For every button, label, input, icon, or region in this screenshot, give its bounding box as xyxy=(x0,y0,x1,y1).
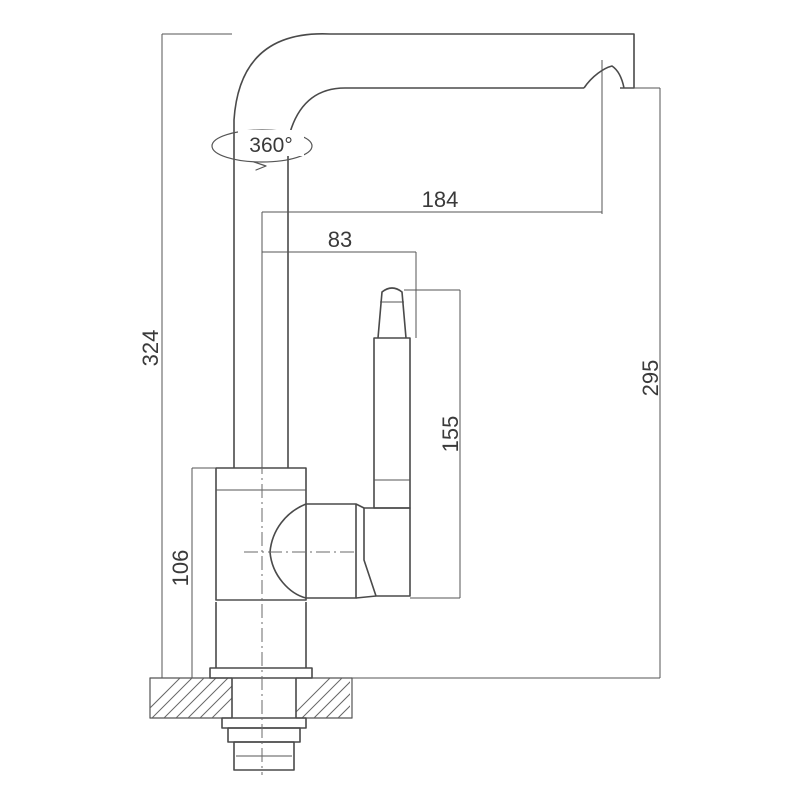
mounting-shank xyxy=(221,678,307,771)
dimension-spout-reach: 184 xyxy=(261,88,603,468)
handle-offset-value: 83 xyxy=(328,227,352,252)
dimension-handle-height: 155 xyxy=(404,289,463,599)
total-height-value: 324 xyxy=(138,330,163,367)
countertop-slab xyxy=(149,676,353,720)
dimension-body-height: 106 xyxy=(168,467,216,678)
dimension-total-height: 324 xyxy=(138,33,232,678)
faucet-spout xyxy=(233,33,635,141)
body-height-value: 106 xyxy=(168,550,193,587)
centre-lines xyxy=(244,460,354,775)
rotation-label: 360° xyxy=(249,134,292,157)
faucet-column xyxy=(209,120,313,679)
dimension-handle-offset: 83 xyxy=(262,227,417,338)
mixer-valve xyxy=(269,287,411,599)
spout-height-value: 295 xyxy=(638,360,663,397)
dimension-spout-height: 295 xyxy=(352,87,663,679)
spout-reach-value: 184 xyxy=(422,187,459,212)
handle-height-value: 155 xyxy=(438,416,463,453)
rotation-indicator: 360° xyxy=(211,129,313,171)
